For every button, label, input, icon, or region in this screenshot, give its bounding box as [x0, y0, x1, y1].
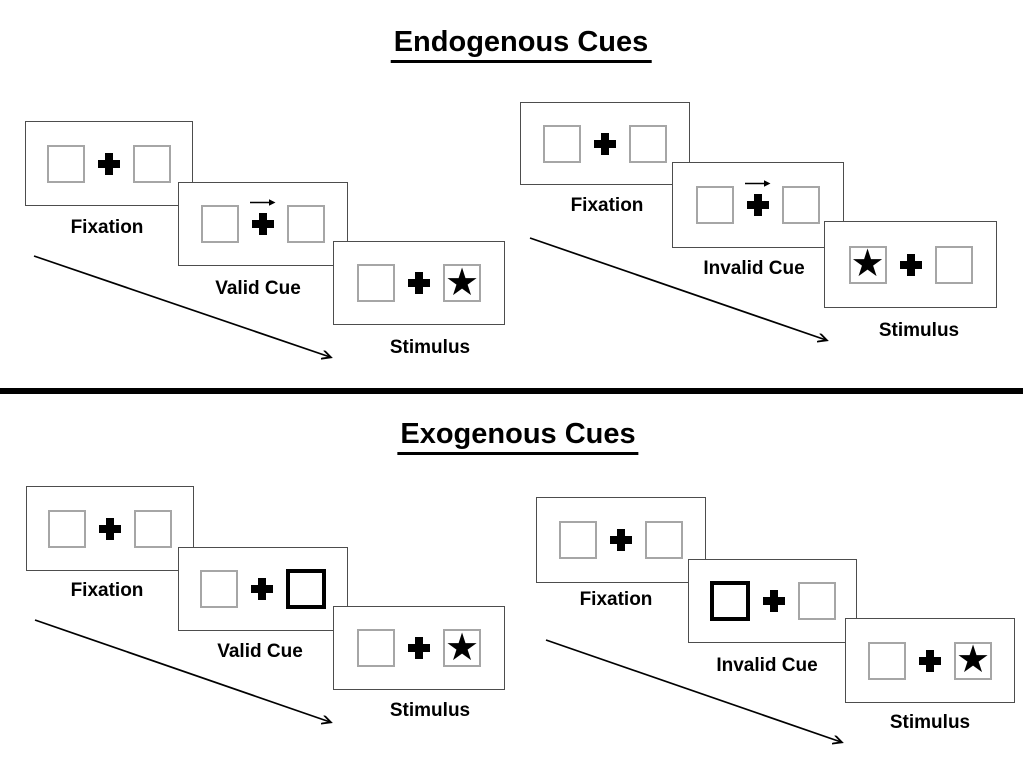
panel-cue-endogenous-invalid [672, 162, 844, 248]
placeholder-box-right [134, 509, 172, 548]
step-label-invalid-cue: Invalid Cue [716, 655, 818, 676]
placeholder-box-right [797, 582, 836, 620]
highlighted-cue-box [286, 569, 326, 609]
fixation-cross-icon [250, 199, 276, 235]
star-icon: ★ [444, 259, 480, 304]
panel-fixation-endogenous-invalid [520, 102, 690, 185]
right-arrow-cue-icon [250, 198, 276, 207]
right-arrow-cue-icon [745, 179, 771, 188]
star-icon: ★ [850, 241, 885, 285]
panel-fixation-exogenous-valid [26, 486, 194, 571]
fixation-cross-icon [610, 529, 632, 551]
fixation-cross-icon [98, 152, 120, 175]
step-label-invalid-cue: Invalid Cue [703, 258, 805, 279]
panel-stimulus-exogenous-valid: ★ [333, 606, 505, 690]
timeline-arrow-endogenous-invalid [529, 237, 826, 340]
panel-stimulus-exogenous-invalid: ★ [845, 618, 1015, 703]
star-icon: ★ [444, 624, 480, 669]
step-label-valid-cue: Valid Cue [217, 641, 303, 662]
panel-fixation-endogenous-valid [25, 121, 193, 206]
placeholder-box-left [200, 570, 238, 608]
step-label-stimulus: Stimulus [389, 700, 471, 721]
star-target-box: ★ [848, 241, 887, 285]
section-title-exogenous: Exogenous Cues [397, 418, 639, 455]
placeholder-box-right [645, 521, 683, 559]
panel-cue-exogenous-invalid [688, 559, 857, 643]
step-label-fixation: Fixation [570, 195, 644, 216]
step-label-valid-cue: Valid Cue [215, 278, 301, 299]
placeholder-box-right [782, 186, 820, 224]
step-label-stimulus: Stimulus [389, 337, 471, 358]
step-label-stimulus: Stimulus [878, 320, 960, 341]
placeholder-box-left [201, 205, 239, 243]
timeline-arrow-endogenous-valid [33, 255, 330, 357]
star-target-box: ★ [443, 624, 481, 669]
placeholder-box-right [629, 124, 667, 163]
fixation-cross-icon [99, 517, 121, 540]
fixation-cross-icon [745, 180, 771, 216]
section-title-endogenous: Endogenous Cues [390, 26, 652, 63]
panel-cue-endogenous-valid [178, 182, 348, 266]
step-label-fixation: Fixation [579, 589, 653, 610]
panel-cue-exogenous-valid [178, 547, 348, 631]
panel-stimulus-endogenous-invalid: ★ [824, 221, 997, 308]
fixation-cross-icon [594, 132, 616, 155]
placeholder-box-left [559, 521, 597, 559]
step-label-stimulus: Stimulus [889, 712, 971, 733]
placeholder-box-right [287, 205, 325, 243]
star-target-box: ★ [954, 637, 992, 681]
timeline-arrow-exogenous-valid [34, 619, 330, 722]
fixation-cross-icon [408, 272, 430, 294]
placeholder-box-left [543, 124, 581, 163]
fixation-cross-icon [408, 637, 430, 659]
fixation-cross-icon [899, 253, 922, 276]
placeholder-box-left [47, 144, 85, 183]
placeholder-box-left [868, 641, 906, 680]
placeholder-box-right [133, 144, 171, 183]
placeholder-box-left [357, 264, 395, 302]
star-icon: ★ [955, 637, 991, 681]
placeholder-box-left [696, 186, 734, 224]
panel-stimulus-endogenous-valid: ★ [333, 241, 505, 325]
fixation-cross-icon [251, 578, 273, 600]
step-label-fixation: Fixation [70, 217, 144, 238]
step-label-fixation: Fixation [70, 580, 144, 601]
fixation-cross-icon [919, 649, 941, 672]
section-divider [0, 388, 1023, 394]
panel-fixation-exogenous-invalid [536, 497, 706, 583]
placeholder-box-left [357, 629, 395, 667]
placeholder-box-left [48, 509, 86, 548]
highlighted-cue-box [709, 581, 750, 621]
placeholder-box-right [934, 245, 973, 284]
fixation-cross-icon [762, 590, 785, 612]
star-target-box: ★ [443, 259, 481, 304]
